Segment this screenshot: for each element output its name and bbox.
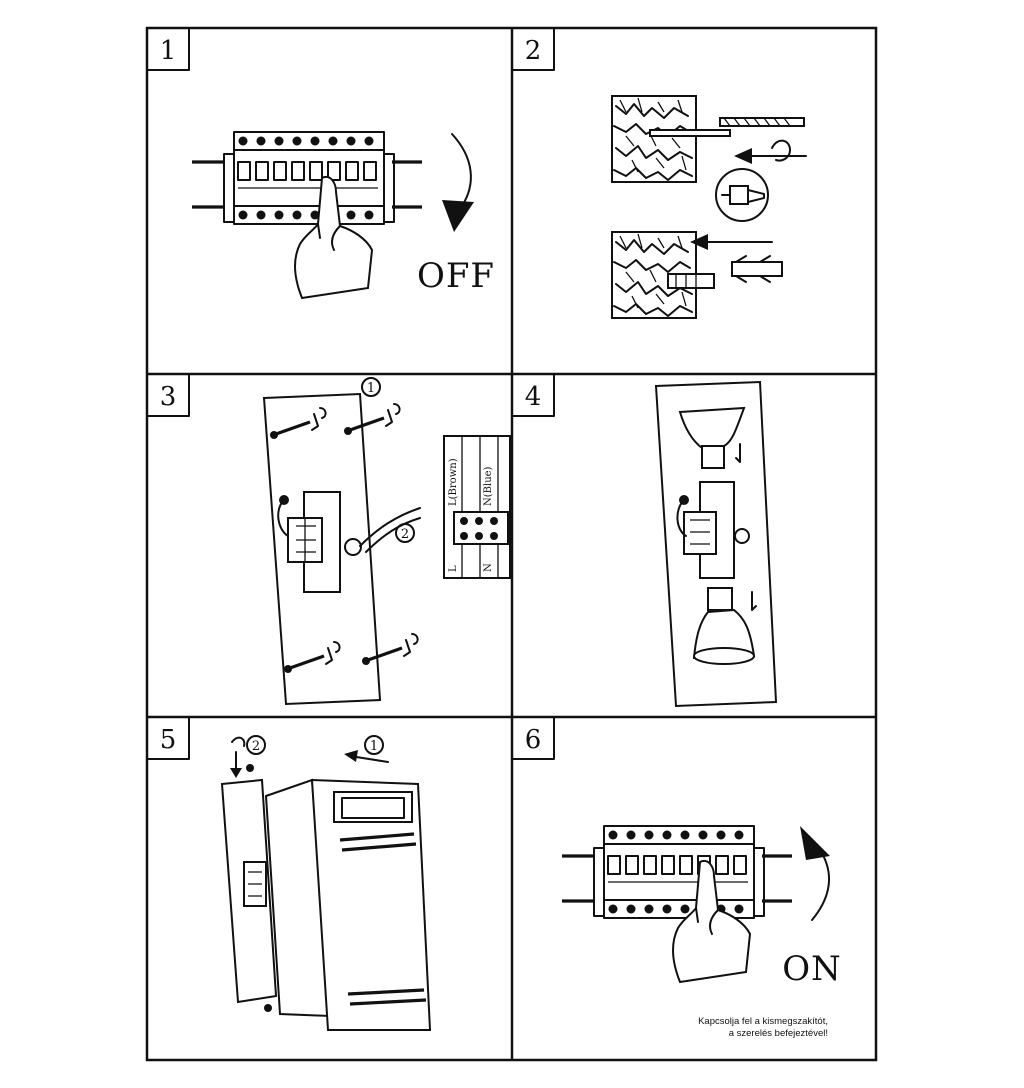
svg-text:2: 2: [252, 739, 260, 754]
bulb-bottom-icon: [692, 587, 757, 665]
step-4-panel: [654, 380, 778, 708]
callout-1: 1: [361, 377, 381, 397]
breaker-panel-icon: [560, 824, 794, 920]
step-1-caption: OFF: [417, 256, 495, 296]
bulb-top-icon: [678, 406, 746, 469]
step-6-number: 6: [525, 725, 542, 755]
terminal-label-l: L: [448, 565, 459, 572]
socket-icon: [277, 491, 362, 593]
socket-icon: [676, 481, 750, 579]
wire-label-l-brown: L(Brown): [448, 458, 459, 506]
svg-text:2: 2: [401, 527, 409, 542]
step-4-number: 4: [525, 382, 542, 412]
screw-down-icon: [230, 736, 246, 778]
step-2-number: 2: [525, 36, 542, 66]
curved-arrow-up-icon: [800, 826, 830, 921]
completion-note-line-1: Kapcsolja fel a kismegszakítót,: [698, 1016, 828, 1027]
drill-bit-icon: [649, 117, 805, 137]
step-1-panel: OFF: [190, 130, 495, 299]
step-3-number: 3: [160, 382, 177, 412]
callout-1: 1: [364, 735, 384, 755]
completion-note-line-2: a szerelés befejeztével!: [729, 1028, 828, 1039]
cable-icon: [359, 507, 421, 547]
callout-2: 2: [395, 523, 415, 543]
arrow-left-icon: [344, 750, 389, 763]
mounting-plate-icon: [220, 764, 278, 1012]
curved-arrow-down-icon: [442, 133, 474, 232]
lamp-housing-icon: [264, 778, 432, 1031]
hand-icon: [293, 175, 373, 299]
step-1-number: 1: [160, 36, 177, 66]
mounting-plate-icon: [262, 392, 420, 706]
brick-wall-icon: [611, 95, 697, 183]
step-5-panel: 2 1: [220, 735, 432, 1031]
breaker-panel-icon: [190, 130, 424, 226]
hand-icon: [671, 859, 751, 983]
svg-text:1: 1: [367, 381, 375, 396]
terminal-block-icon: L(Brown) N(Blue) L N: [443, 435, 511, 579]
step-2-panel: [611, 95, 807, 319]
step-3-panel: 1 2 L(Brown) N(Blue) L N: [262, 377, 511, 706]
drill-detail-icon: [715, 168, 769, 222]
step-5-number: 5: [160, 725, 177, 755]
wall-plug-icon: [667, 255, 783, 289]
arrow-left-icon: [734, 139, 807, 164]
step-6-caption: ON: [782, 949, 842, 989]
arrow-left-icon: [690, 234, 773, 250]
callout-2: 2: [246, 735, 266, 755]
step-6-panel: ON Kapcsolja fel a kismegszakítót, a sze…: [560, 824, 842, 1039]
terminal-label-n: N: [483, 563, 494, 572]
wire-label-n-blue: N(Blue): [483, 466, 494, 506]
step-number-boxes: 1 2 3 4 5 6: [146, 27, 555, 760]
svg-text:1: 1: [370, 739, 378, 754]
